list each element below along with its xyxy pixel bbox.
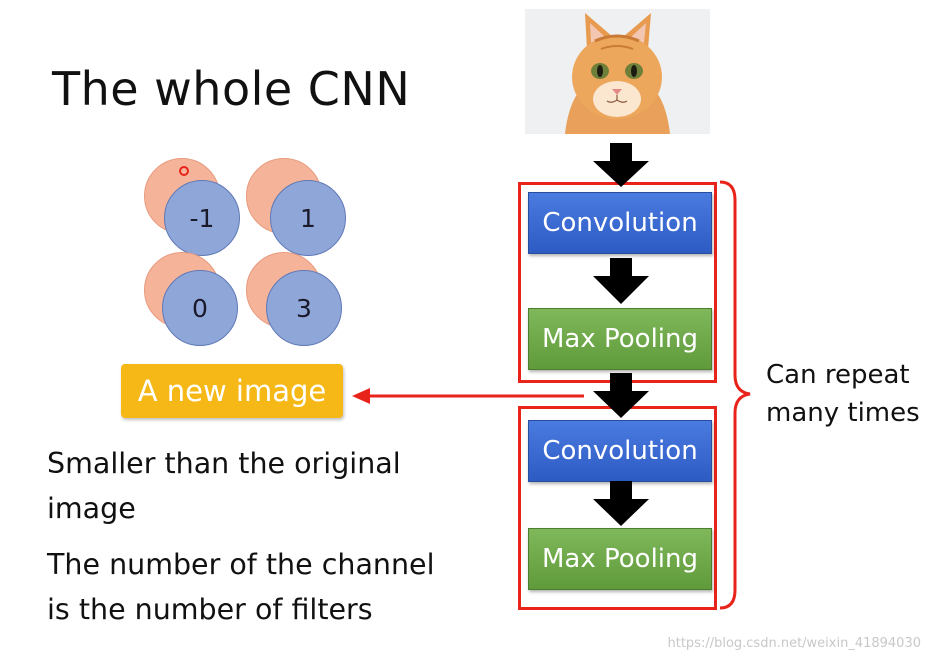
curly-brace-icon (719, 180, 751, 610)
note-line: image (47, 492, 136, 525)
note-line: The number of the channel (47, 548, 435, 581)
new-image-box: A new image (121, 364, 343, 418)
red-dot-icon (179, 166, 189, 176)
arrow-left-icon (352, 388, 370, 404)
feature-map-value: -1 (164, 180, 240, 256)
convolution-block: Convolution (528, 192, 712, 254)
feature-map-value: 0 (162, 270, 238, 346)
cat-input-image (525, 9, 710, 134)
down-arrow-icon (593, 143, 649, 187)
note-line: Smaller than the original (47, 447, 401, 480)
max-pooling-block: Max Pooling (528, 528, 712, 590)
down-arrow-icon (593, 258, 649, 304)
feature-map-value: 1 (270, 180, 346, 256)
watermark: https://blog.csdn.net/weixin_41894030 (667, 636, 921, 651)
repeat-label-line: many times (766, 398, 920, 428)
down-arrow-icon (593, 373, 649, 418)
repeat-label: Can repeat many times (766, 356, 920, 432)
convolution-block: Convolution (528, 420, 712, 482)
note-line: is the number of filters (47, 593, 373, 626)
slide-title: The whole CNN (52, 62, 411, 116)
feature-map-value: 3 (266, 270, 342, 346)
max-pooling-block: Max Pooling (528, 308, 712, 370)
down-arrow-icon (593, 481, 649, 526)
repeat-label-line: Can repeat (766, 360, 910, 390)
